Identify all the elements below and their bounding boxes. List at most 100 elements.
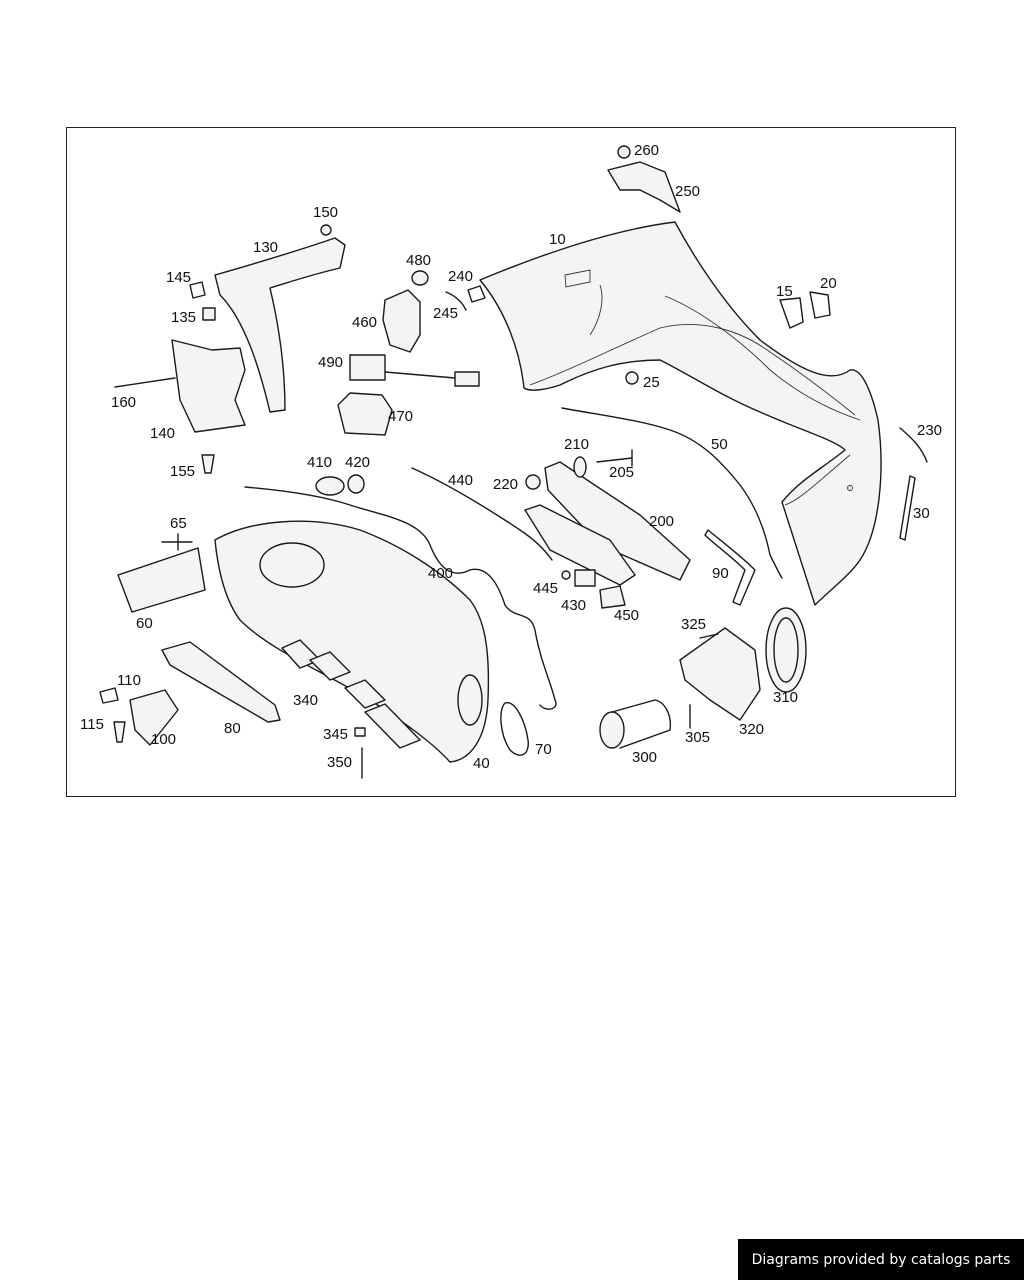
seal-245-shape bbox=[445, 291, 467, 311]
rear-bumper-cover-shape bbox=[479, 221, 882, 606]
deflector-340-shape bbox=[281, 639, 421, 749]
ring-310-inner-shape bbox=[773, 617, 799, 683]
clip-145-shape bbox=[189, 281, 206, 299]
callout-label: 245 bbox=[433, 305, 458, 322]
strip-30-shape bbox=[899, 475, 916, 541]
callout-label: 10 bbox=[549, 231, 566, 248]
callout-label: 65 bbox=[170, 515, 187, 532]
callout-label: 480 bbox=[406, 252, 431, 269]
plug-150-shape bbox=[320, 224, 332, 236]
clip-115-shape bbox=[113, 721, 126, 743]
callout-label: 150 bbox=[313, 204, 338, 221]
clip-220-shape bbox=[525, 474, 541, 490]
bracket-320-shape bbox=[679, 627, 761, 721]
callout-label: 460 bbox=[352, 314, 377, 331]
clip-135-shape bbox=[202, 307, 216, 321]
callout-label: 100 bbox=[151, 731, 176, 748]
callout-label: 325 bbox=[681, 616, 706, 633]
callout-label: 25 bbox=[643, 374, 660, 391]
clip-430-shape bbox=[574, 569, 596, 587]
callout-label: 260 bbox=[634, 142, 659, 159]
callout-label: 470 bbox=[388, 408, 413, 425]
bracket-130-shape bbox=[214, 237, 346, 413]
callout-label: 110 bbox=[117, 672, 141, 689]
clip-240-shape bbox=[467, 285, 486, 303]
bracket-20-shape bbox=[809, 291, 831, 319]
callout-label: 145 bbox=[166, 269, 191, 286]
callout-label: 200 bbox=[649, 513, 674, 530]
ring-310-shape bbox=[765, 607, 807, 693]
callout-label: 130 bbox=[253, 239, 278, 256]
callout-label: 135 bbox=[171, 309, 196, 326]
carrier-200-shape bbox=[544, 461, 691, 581]
callout-label: 230 bbox=[917, 422, 942, 439]
callout-label: 220 bbox=[493, 476, 518, 493]
callout-label: 350 bbox=[327, 754, 352, 771]
callout-label: 15 bbox=[776, 283, 793, 300]
callout-label: 430 bbox=[561, 597, 586, 614]
callout-label: 70 bbox=[535, 741, 552, 758]
callout-label: 450 bbox=[614, 607, 639, 624]
bracket-100-shape bbox=[129, 689, 179, 746]
callout-label: 240 bbox=[448, 268, 473, 285]
harness-440-shape bbox=[411, 467, 553, 561]
sensor-410-shape bbox=[315, 476, 345, 496]
callout-label: 115 bbox=[80, 716, 104, 733]
cable-160-shape bbox=[114, 377, 176, 388]
callout-label: 300 bbox=[632, 749, 657, 766]
actuator-460-shape bbox=[382, 289, 421, 353]
strip-80-shape bbox=[161, 641, 281, 723]
disc-210-shape bbox=[573, 456, 587, 478]
callout-label: 490 bbox=[318, 354, 343, 371]
screw-325-shape bbox=[699, 633, 719, 639]
callout-label: 30 bbox=[913, 505, 930, 522]
callout-label: 345 bbox=[323, 726, 348, 743]
bracket-250-shape bbox=[607, 161, 681, 213]
callout-label: 340 bbox=[293, 692, 318, 709]
screw-445-shape bbox=[561, 570, 571, 580]
callout-label: 160 bbox=[111, 394, 136, 411]
clip-65-shape bbox=[161, 533, 193, 551]
callout-label: 210 bbox=[564, 436, 589, 453]
callout-label: 60 bbox=[136, 615, 153, 632]
bolt-205-shape bbox=[596, 449, 633, 467]
mount-450-shape bbox=[599, 585, 626, 609]
diffuser-40-shape bbox=[214, 520, 490, 763]
bracket-140-shape bbox=[171, 339, 246, 433]
diagram-frame bbox=[66, 127, 956, 797]
callout-label: 155 bbox=[170, 463, 195, 480]
bracket-15-shape bbox=[779, 297, 804, 329]
trim-strip-50-shape bbox=[561, 407, 783, 579]
grommet-480-shape bbox=[411, 270, 429, 286]
strip-230-shape bbox=[899, 427, 928, 463]
frame-70-shape bbox=[500, 702, 529, 756]
panel-60-shape bbox=[117, 547, 206, 613]
bracket-90-shape bbox=[704, 529, 756, 606]
callout-label: 40 bbox=[473, 755, 490, 772]
clip-25-shape bbox=[625, 371, 639, 385]
callout-label: 445 bbox=[533, 580, 558, 597]
callout-label: 50 bbox=[711, 436, 728, 453]
clip-345-shape bbox=[354, 727, 366, 737]
clip-155-shape bbox=[201, 454, 215, 474]
tailpipe-300-shape bbox=[599, 699, 672, 749]
carrier-200b-shape bbox=[524, 504, 636, 586]
callout-label: 420 bbox=[345, 454, 370, 471]
callout-label: 305 bbox=[685, 729, 710, 746]
callout-label: 410 bbox=[307, 454, 332, 471]
callout-label: 80 bbox=[224, 720, 241, 737]
harness-400-shape bbox=[244, 486, 557, 710]
sensor-490-shape bbox=[349, 354, 480, 387]
clip-110-shape bbox=[99, 687, 119, 704]
callout-label: 250 bbox=[675, 183, 700, 200]
callout-label: 440 bbox=[448, 472, 473, 489]
callout-label: 400 bbox=[428, 565, 453, 582]
callout-label: 90 bbox=[712, 565, 729, 582]
callout-label: 310 bbox=[773, 689, 798, 706]
module-470-shape bbox=[337, 392, 393, 436]
callout-label: 140 bbox=[150, 425, 175, 442]
callout-label: 205 bbox=[609, 464, 634, 481]
credit-banner: Diagrams provided by catalogs parts bbox=[738, 1239, 1024, 1280]
ring-420-shape bbox=[347, 474, 365, 494]
